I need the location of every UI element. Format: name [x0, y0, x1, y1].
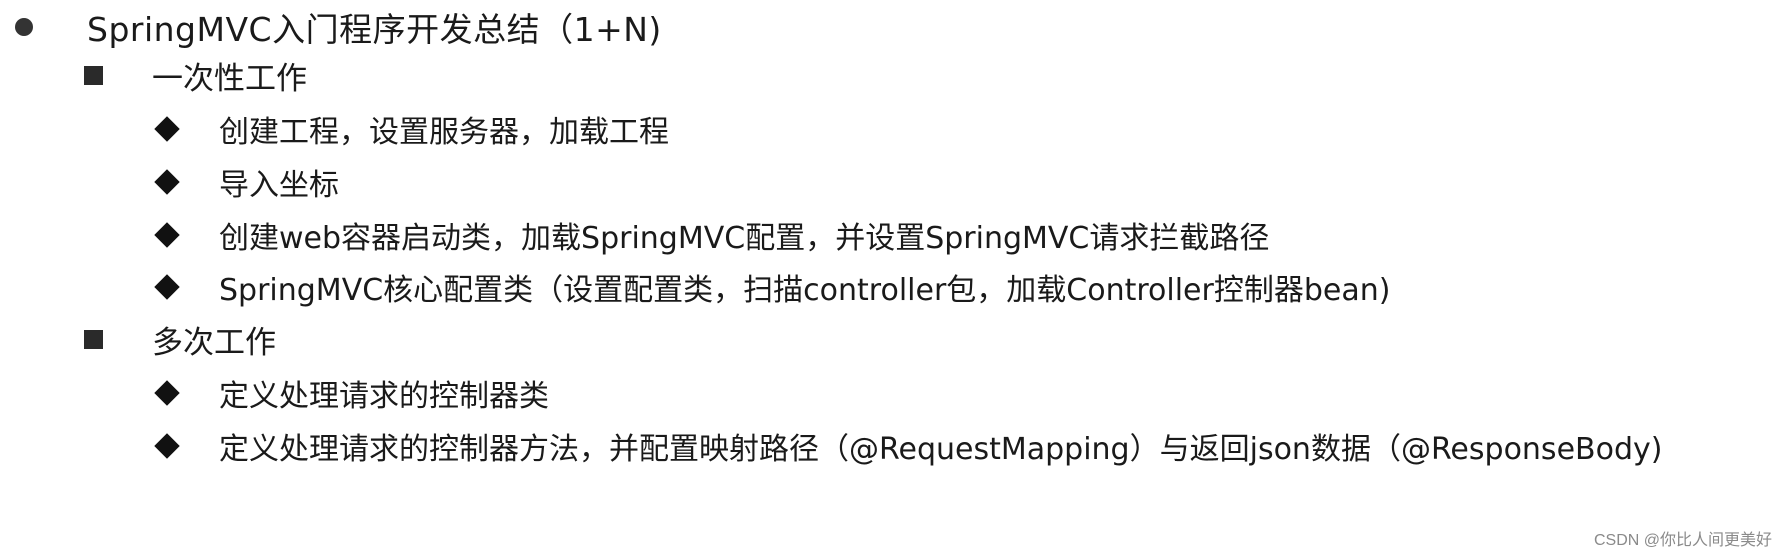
section-heading-row: 一次性工作 — [84, 49, 307, 101]
section-heading-row: 多次工作 — [84, 313, 276, 365]
outline-title: SpringMVC入门程序开发总结（1+N) — [87, 10, 662, 49]
section-heading: 多次工作 — [152, 324, 276, 361]
outline-title-row: SpringMVC入门程序开发总结（1+N) — [12, 2, 662, 52]
list-item: 定义处理请求的控制器方法，并配置映射路径（@RequestMapping）与返回… — [154, 418, 1663, 474]
list-item: 创建web容器启动类，加载SpringMVC配置，并设置SpringMVC请求拦… — [154, 207, 1270, 263]
list-item-text: 定义处理请求的控制器方法，并配置映射路径（@RequestMapping）与返回… — [219, 432, 1663, 467]
square-bullet-icon — [84, 65, 103, 85]
diamond-bullet-icon — [154, 116, 180, 142]
diamond-bullet-icon — [154, 222, 180, 248]
list-item-text: 创建web容器启动类，加载SpringMVC配置，并设置SpringMVC请求拦… — [219, 221, 1270, 256]
list-item: 定义处理请求的控制器类 — [154, 365, 549, 421]
square-bullet-icon — [84, 329, 103, 349]
diamond-bullet-icon — [154, 433, 180, 459]
circle-bullet-icon — [15, 18, 33, 36]
list-item-text: 创建工程，设置服务器，加载工程 — [219, 115, 669, 150]
list-item-text: 导入坐标 — [219, 168, 339, 203]
section-heading: 一次性工作 — [152, 60, 307, 97]
diamond-bullet-icon — [154, 380, 180, 406]
diamond-bullet-icon — [154, 274, 180, 300]
list-item: SpringMVC核心配置类（设置配置类，扫描controller包，加载Con… — [154, 259, 1391, 315]
list-item-text: 定义处理请求的控制器类 — [219, 379, 549, 414]
watermark: CSDN @你比人间更美好 — [1593, 532, 1772, 549]
list-item: 创建工程，设置服务器，加载工程 — [154, 101, 669, 157]
list-item: 导入坐标 — [154, 154, 339, 210]
diamond-bullet-icon — [154, 169, 180, 195]
list-item-text: SpringMVC核心配置类（设置配置类，扫描controller包，加载Con… — [219, 273, 1391, 308]
